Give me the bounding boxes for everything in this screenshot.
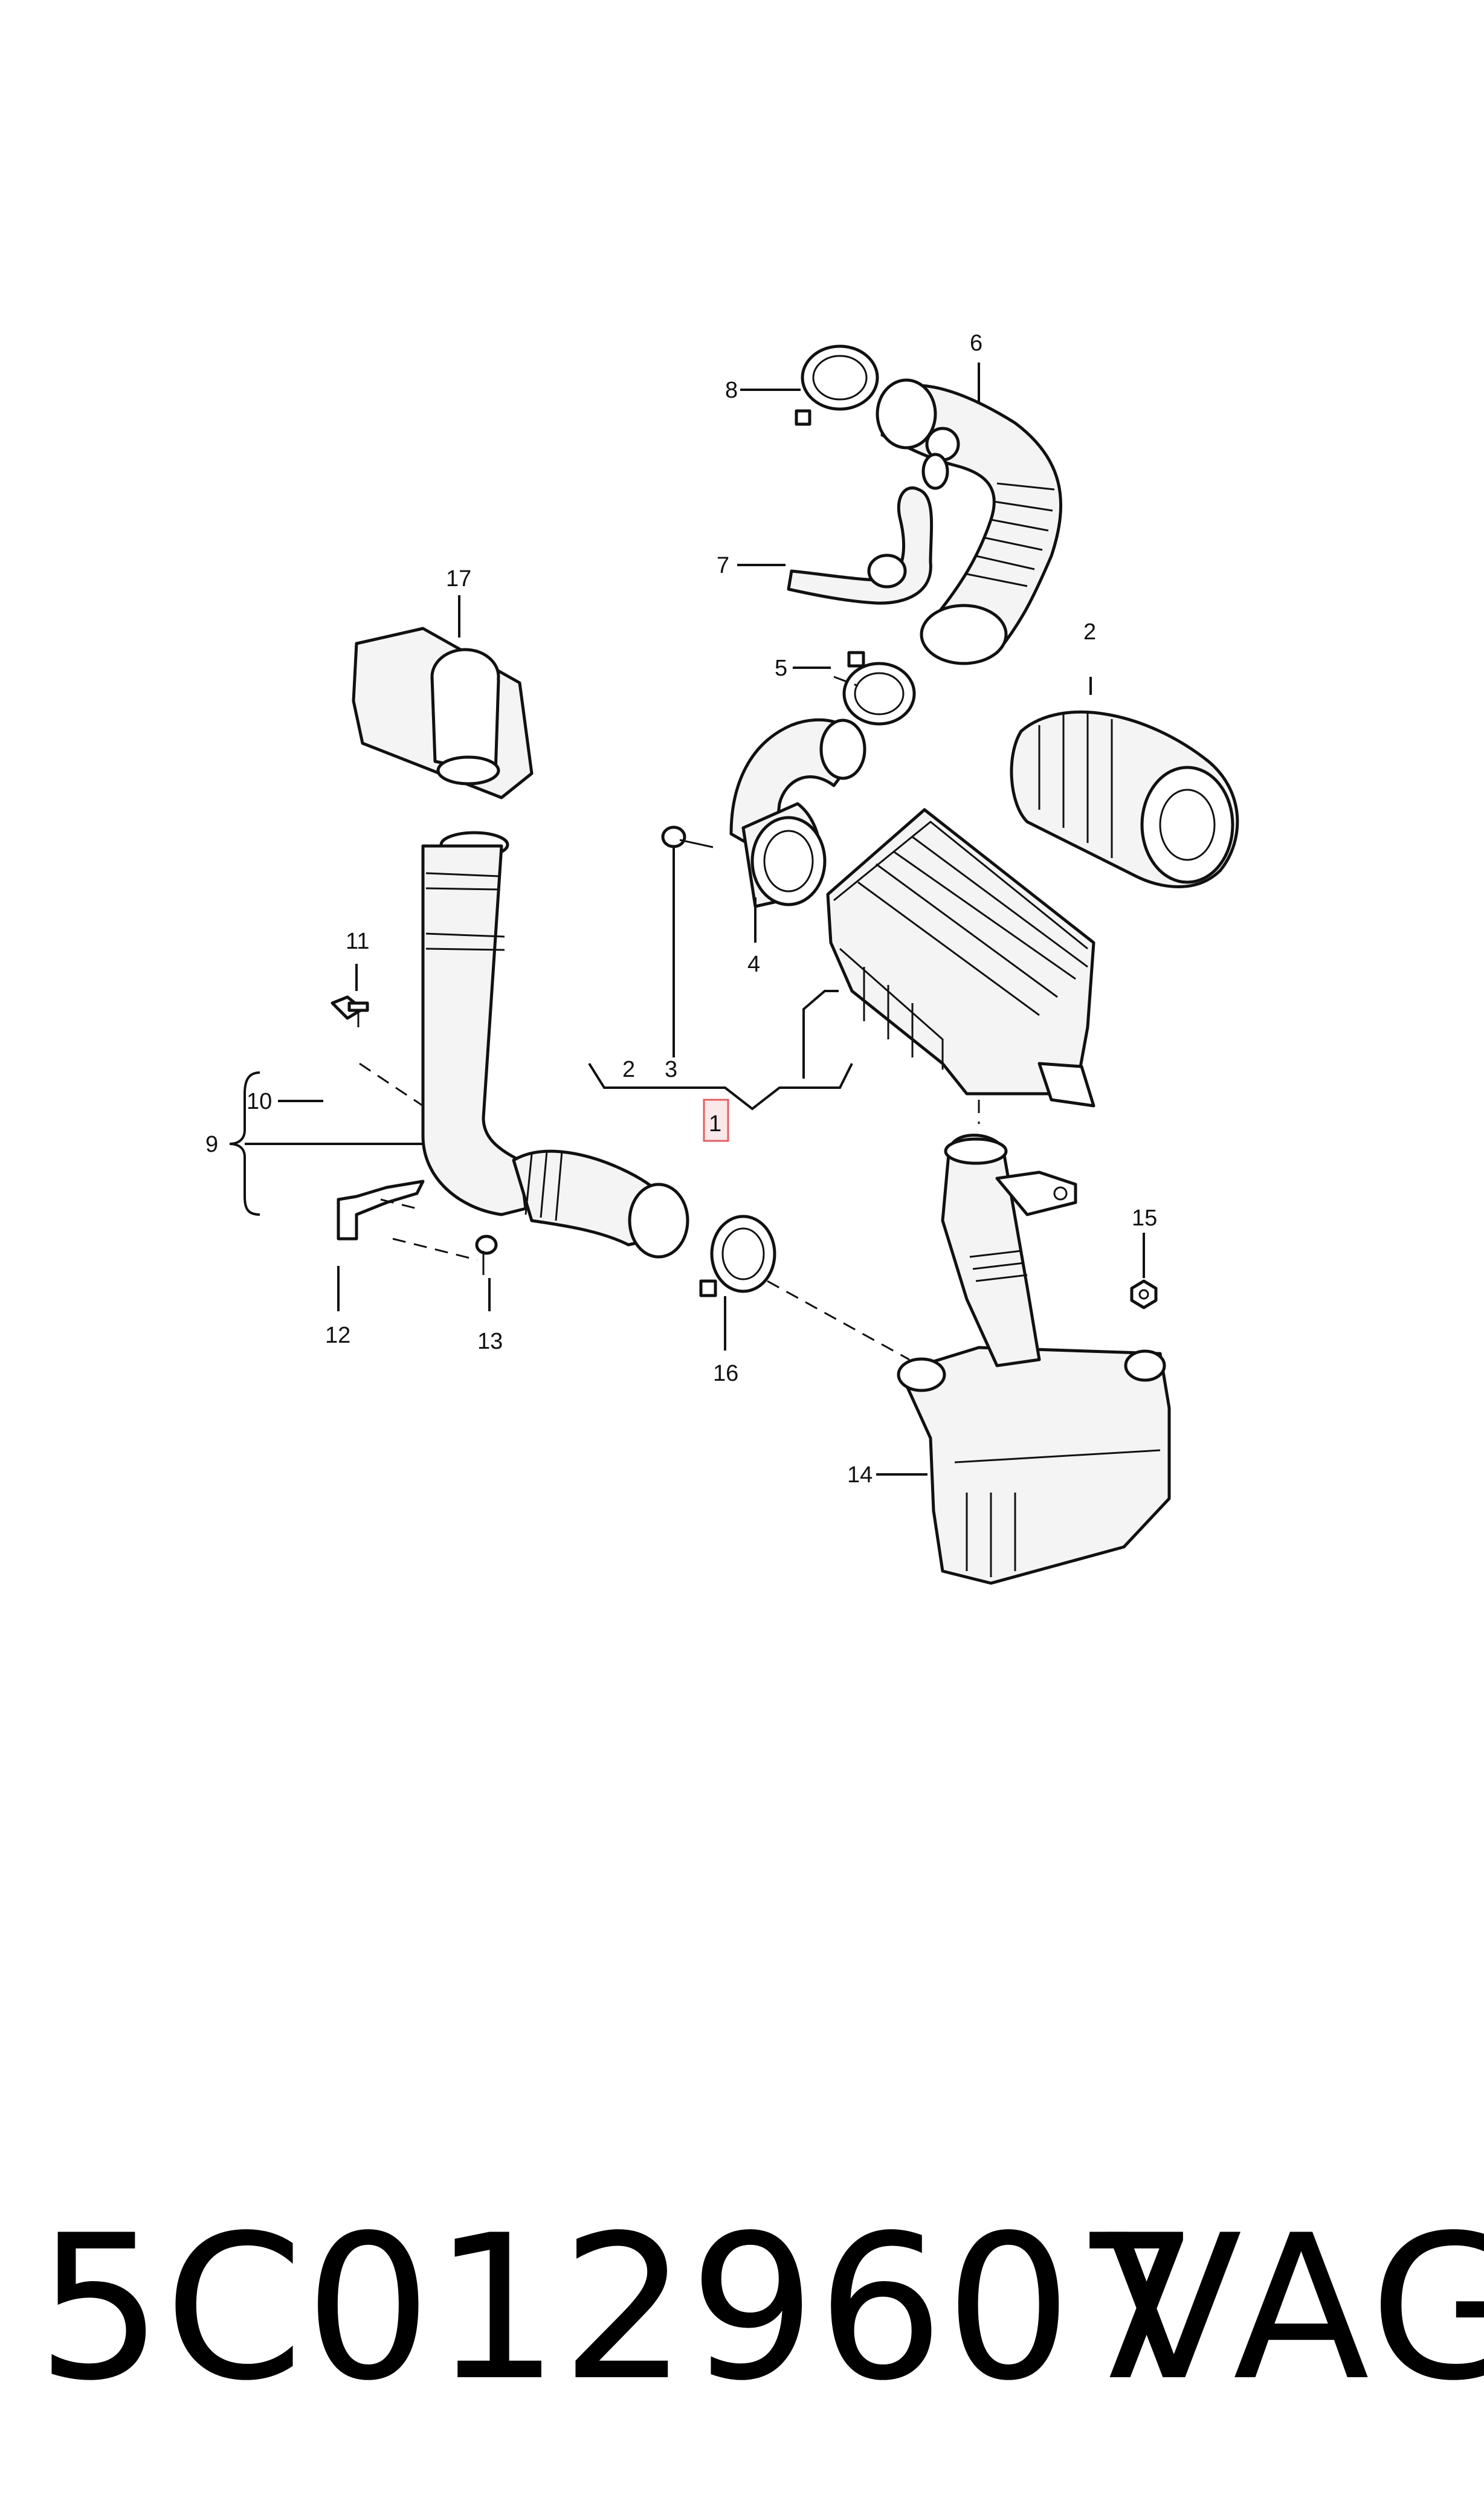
part-17-scoop — [352, 627, 534, 799]
callout-3[interactable]: 3 — [665, 1057, 677, 1082]
callout-4[interactable]: 4 — [747, 952, 760, 977]
assembly-lines — [359, 676, 980, 1361]
part-4-elbow — [729, 718, 866, 908]
part-14-resonator — [897, 1134, 1171, 1585]
part-5-clamp — [842, 651, 916, 726]
part-16-clamp — [699, 1215, 776, 1297]
part-6-hose — [876, 378, 1062, 665]
callout-9[interactable]: 9 — [205, 1132, 218, 1157]
callout-1[interactable]: 1 — [709, 1111, 721, 1137]
callout-5[interactable]: 5 — [775, 656, 787, 681]
callout-13[interactable]: 13 — [477, 1329, 503, 1354]
callout-8[interactable]: 8 — [725, 378, 738, 403]
part-number: 5C0129607 — [36, 2192, 1202, 2424]
callout-16[interactable]: 16 — [713, 1361, 738, 1386]
callout-12[interactable]: 12 — [325, 1323, 350, 1348]
leader-lines — [229, 363, 1145, 1476]
part-7-breather-hose — [787, 486, 934, 605]
callout-17[interactable]: 17 — [446, 566, 471, 592]
part-1-airbox — [826, 808, 1095, 1108]
part-2-filter — [1010, 710, 1239, 888]
part-15-nut — [1130, 1279, 1158, 1309]
callout-10[interactable]: 10 — [247, 1089, 272, 1114]
brand-name: VAG — [1106, 2192, 1484, 2424]
callout-6[interactable]: 6 — [970, 331, 982, 356]
callout-2-assembly[interactable]: 2 — [622, 1057, 635, 1082]
callout-14[interactable]: 14 — [847, 1462, 873, 1488]
callout-15[interactable]: 15 — [1132, 1206, 1157, 1231]
callout-7[interactable]: 7 — [717, 553, 729, 578]
highlight-box-1 — [703, 1099, 729, 1142]
part-3-bolt — [661, 825, 714, 848]
callout-11[interactable]: 11 — [346, 929, 369, 954]
callout-numbers: 1 2 2 3 4 5 6 7 8 9 10 11 12 13 14 15 16… — [205, 331, 1157, 1488]
part-8-clamp — [795, 344, 879, 426]
intake-pipe — [421, 831, 689, 1259]
footer: 5C0129607 VAG — [36, 2181, 1484, 2435]
callout-2[interactable]: 2 — [1083, 619, 1096, 645]
parts-10-13-bracket — [331, 995, 498, 1275]
